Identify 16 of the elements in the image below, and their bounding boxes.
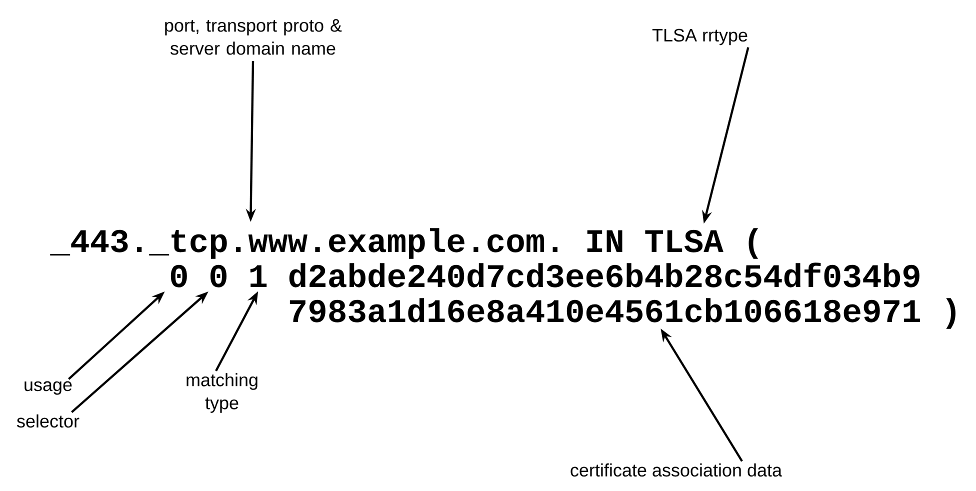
code-text: 1: [250, 265, 267, 287]
code-text: ): [946, 298, 956, 329]
code-text: 0: [210, 264, 226, 288]
annotation-label: certificate association data: [570, 463, 782, 477]
code-text: TLSA: [645, 230, 724, 252]
code-text: 0: [170, 264, 187, 288]
code-text: IN: [587, 230, 622, 252]
code-text: d2abde240d7cd3ee6b4b28c54df034b9: [289, 262, 920, 288]
code-text: (: [748, 228, 758, 259]
code-text: 7983a1d16e8a410e4561cb106618e971: [290, 298, 920, 322]
annotation-label: usage: [24, 381, 72, 395]
annotation-label: TLSA rrtype: [652, 28, 748, 46]
code-text: _443._tcp.www.example.com.: [50, 228, 558, 259]
annotation-label: port, transport proto & server domain name: [165, 19, 342, 55]
annotation-label: matching type: [186, 373, 258, 413]
annotation-label: selector: [17, 414, 80, 428]
